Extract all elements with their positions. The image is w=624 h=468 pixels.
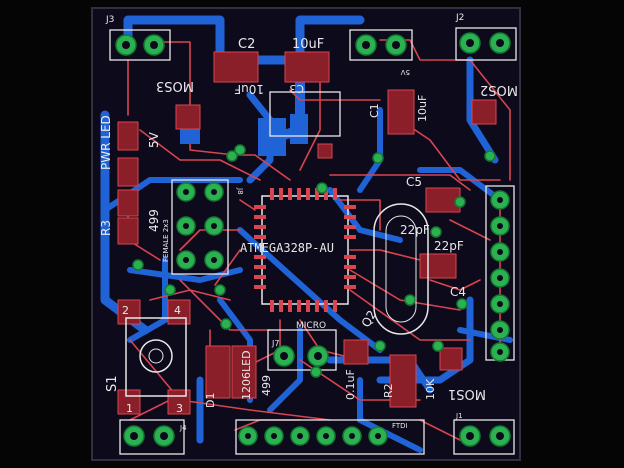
label-j4: J4: [179, 424, 187, 432]
label-ftdi: FTDI: [392, 422, 408, 430]
label-c5: C5: [406, 175, 422, 189]
label-mos3: MOS3: [156, 78, 194, 93]
label-c2-value: 10uF: [292, 37, 324, 52]
label-r3: R3: [99, 220, 113, 236]
label-j1: J1: [455, 412, 463, 420]
label-c-0-1uf: 0.1uF: [344, 369, 357, 400]
label-mcu: ATMEGA328P-AU: [240, 241, 334, 255]
smd-pads: [117, 51, 497, 415]
label-c1: C1: [368, 103, 381, 118]
copper-pour: [258, 118, 286, 156]
label-pin2: 2: [122, 304, 129, 317]
label-j8: J8: [236, 187, 244, 195]
component-outlines: [109, 27, 517, 455]
label-c4-value: 22pF: [434, 239, 464, 253]
label-c2: C2: [238, 37, 255, 52]
label-r2-value: 10K: [424, 378, 437, 400]
label-r-499: 499: [260, 375, 273, 396]
label-j7: J7: [271, 339, 279, 348]
label-pwr-led: PWR LED: [99, 115, 113, 170]
label-c3: C3: [289, 82, 304, 95]
copper-pour: [290, 114, 308, 144]
label-pin1: 1: [126, 402, 133, 415]
label-c5-value: 22pF: [400, 223, 430, 237]
mcu-chip: [254, 188, 356, 312]
label-female-2x3: FEMALE 2x3: [162, 219, 170, 262]
label-pin3: 3: [176, 402, 183, 415]
label-s1: S1: [105, 375, 120, 392]
label-c4: C4: [450, 285, 466, 299]
crystal-outline: [373, 203, 429, 335]
label-c1-value: 10uF: [416, 95, 429, 122]
switch-button: [139, 339, 173, 373]
label-5v: 5V: [147, 131, 161, 148]
label-5v-small: 5V: [401, 68, 410, 76]
crystal-inner: [385, 215, 417, 323]
label-r2: R2: [382, 383, 395, 398]
label-d1: D1: [204, 393, 217, 408]
label-r3-value: 499: [147, 209, 161, 232]
label-j2: J2: [455, 13, 464, 23]
label-micro: MICRO: [296, 321, 326, 331]
label-d1-led: 1206LED: [240, 350, 253, 400]
label-mos1: MOS1: [448, 386, 486, 401]
label-mos2: MOS2: [480, 82, 518, 97]
switch-outline: [125, 317, 187, 397]
label-j3: J3: [105, 15, 114, 25]
board-outline: [91, 7, 521, 461]
label-c3-value: 10uF: [234, 82, 264, 96]
label-pin4: 4: [174, 304, 181, 317]
